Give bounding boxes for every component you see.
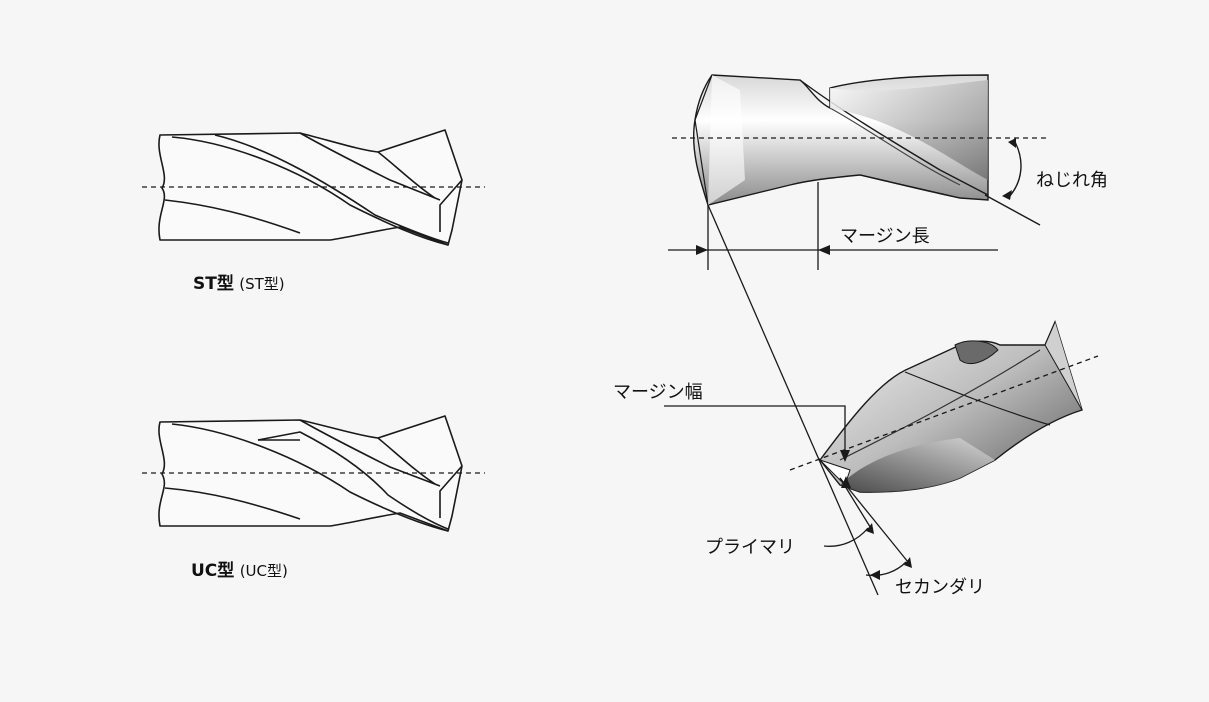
secondary-label: セカンダリ (895, 577, 985, 598)
primary-angle-arc (823, 527, 869, 547)
helix-arrow-head-top (1008, 138, 1016, 148)
detail-drill-bottom (819, 319, 1083, 493)
uc-type-note: (UC型) (239, 562, 288, 580)
margin-width-arrow-lower (841, 476, 851, 488)
secondary-arrow-head (904, 557, 912, 568)
margin-width-arrow (840, 450, 850, 462)
primary-label: プライマリ (705, 537, 795, 558)
primary-arrow-head (866, 523, 874, 534)
secondary-angle-line (839, 477, 909, 563)
margin-width-leader (664, 405, 846, 455)
helix-angle-arc (1007, 139, 1022, 199)
detail-drill-top (692, 74, 989, 206)
secondary-arrow-head-left (870, 570, 880, 580)
st-type-name: ST型 (193, 274, 234, 294)
uc-drill-outline (158, 415, 463, 532)
secondary-angle-arc (865, 561, 907, 577)
margin-width-label: マージン幅 (613, 382, 703, 403)
uc-type-label: UC型 (UC型) (191, 556, 288, 581)
margin-length-arrow-left (696, 245, 708, 255)
st-type-note: (ST型) (239, 275, 285, 293)
st-type-label: ST型 (ST型) (193, 269, 285, 294)
leader-line-long (707, 204, 879, 596)
helix-angle-line (984, 194, 1041, 226)
uc-type-name: UC型 (191, 561, 235, 581)
margin-length-arrow-right (818, 245, 830, 255)
helix-angle-label: ねじれ角 (1036, 170, 1108, 191)
primary-angle-line (839, 477, 873, 531)
margin-length-label: マージン長 (840, 226, 930, 247)
helix-arrow-head-bottom (1002, 190, 1012, 200)
st-drill-outline (158, 129, 463, 246)
